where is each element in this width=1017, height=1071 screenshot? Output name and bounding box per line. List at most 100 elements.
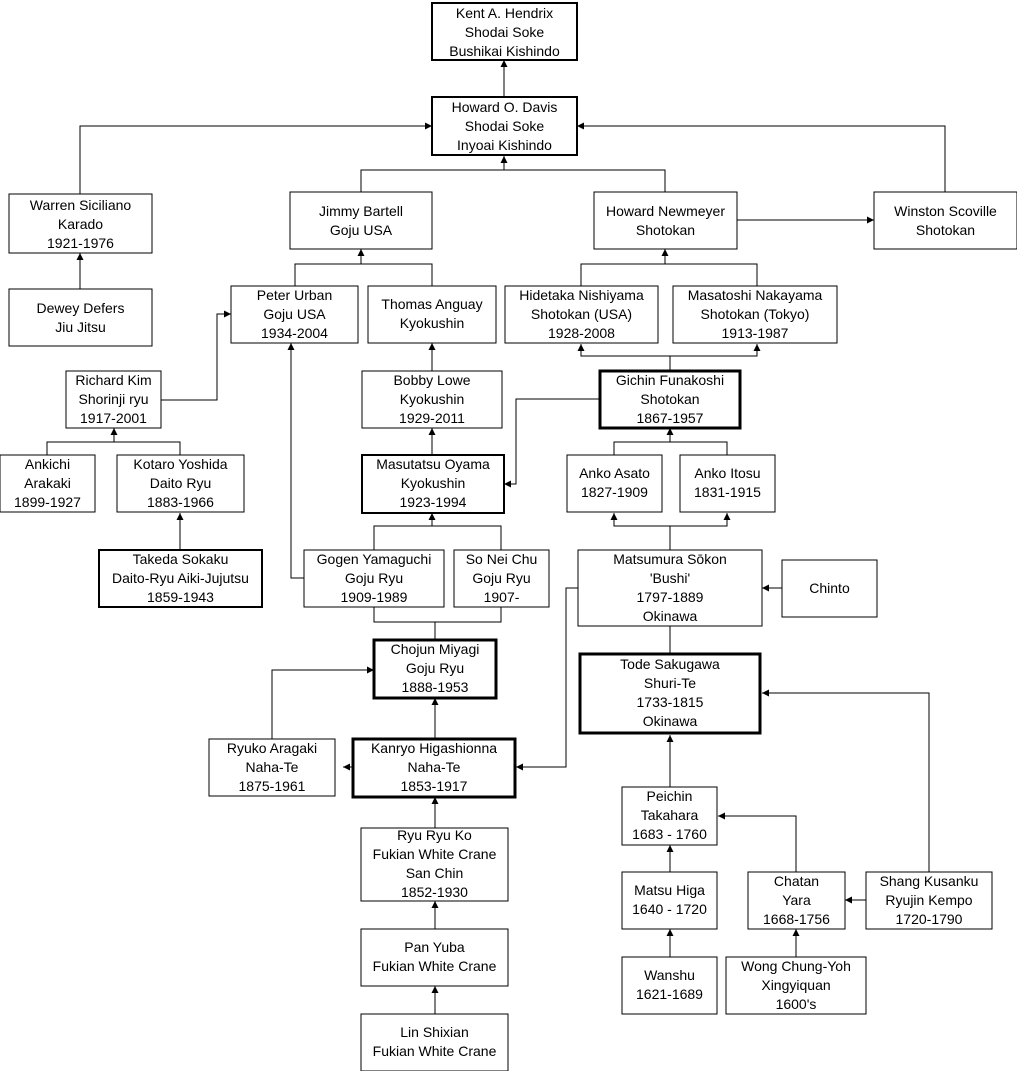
connector-funakoshi-to-nakayama xyxy=(670,344,761,357)
node-line: Kyokushin xyxy=(400,391,465,407)
node-line: Peter Urban xyxy=(257,287,332,303)
node-line: San Chin xyxy=(406,865,464,881)
node-line: 1923-1994 xyxy=(400,494,467,510)
node-line: 1733-1815 xyxy=(637,694,704,710)
node-line: Naha-Te xyxy=(408,759,461,775)
node-line: Daito Ryu xyxy=(150,475,211,491)
node-line: 1929-2011 xyxy=(399,410,465,426)
node-line: 1875-1961 xyxy=(239,778,306,794)
node-line: Goju USA xyxy=(263,306,326,322)
connector-yara-to-takahara xyxy=(718,812,797,872)
node-line: Bobby Lowe xyxy=(393,372,470,388)
node-line: 1831-1915 xyxy=(694,484,761,500)
node-line: Lin Shixian xyxy=(400,1024,469,1040)
node-line: Jiu Jitsu xyxy=(55,319,106,335)
node-line: Fukian White Crane xyxy=(373,846,497,862)
node-line: 1640 - 1720 xyxy=(632,901,707,917)
node-line: Tode Sakugawa xyxy=(620,656,720,672)
node-line: Fukian White Crane xyxy=(373,1043,497,1059)
node-line: Shorinji ryu xyxy=(78,391,148,407)
node-line: Wong Chung-Yoh xyxy=(741,958,851,974)
connector-nishiyama-to-newmeyer xyxy=(580,263,665,286)
connector-siciliano-to-davis xyxy=(79,122,432,194)
node-line: Shodai Soke xyxy=(465,118,545,134)
node-line: 1827-1909 xyxy=(581,484,648,500)
node-itosu: Anko Itosu 1831-1915 xyxy=(679,454,776,513)
node-line: 1859-1943 xyxy=(147,589,214,605)
node-line: 1917-2001 xyxy=(80,410,147,426)
connector-sonei-to-oyama xyxy=(428,513,502,550)
node-line: Masatoshi Nakayama xyxy=(688,287,823,303)
connector-arakaki-to-kim xyxy=(46,441,114,455)
connector-nakayama-to-newmeyer xyxy=(661,249,758,286)
node-line: Matsumura Sōkon xyxy=(613,551,727,567)
connector-matsumura-to-asato xyxy=(610,513,671,550)
node-line: Okinawa xyxy=(643,713,698,729)
connector-matsumura-to-higashionna xyxy=(516,587,578,771)
node-line: Chinto xyxy=(809,580,850,596)
node-line: 1853-1917 xyxy=(401,778,468,794)
node-line: Chatan xyxy=(774,873,819,889)
connector-miyagi-to-yamaguchi xyxy=(373,607,436,640)
node-line: Goju Ryu xyxy=(406,660,464,676)
node-line: Ryujin Kempo xyxy=(885,892,972,908)
connector-lines xyxy=(46,60,946,1014)
node-higa: Matsu Higa 1640 - 1720 xyxy=(621,871,718,930)
node-line: Ryu Ryu Ko xyxy=(397,827,472,843)
node-line: Arakaki xyxy=(24,475,71,491)
node-line: Ankichi xyxy=(25,456,70,472)
node-line: Bushikai Kishindo xyxy=(449,43,560,59)
node-line: Shotokan xyxy=(636,222,695,238)
node-line: Warren Siciliano xyxy=(30,197,132,213)
node-asato: Anko Asato 1827-1909 xyxy=(566,454,663,513)
node-line: Anko Asato xyxy=(579,465,650,481)
connector-newmeyer-to-davis xyxy=(500,156,666,192)
node-line: Matsu Higa xyxy=(634,882,705,898)
node-line: Ryuko Aragaki xyxy=(227,740,317,756)
node-line: Anko Itosu xyxy=(694,465,760,481)
connector-anguay-to-bartell xyxy=(357,249,433,286)
